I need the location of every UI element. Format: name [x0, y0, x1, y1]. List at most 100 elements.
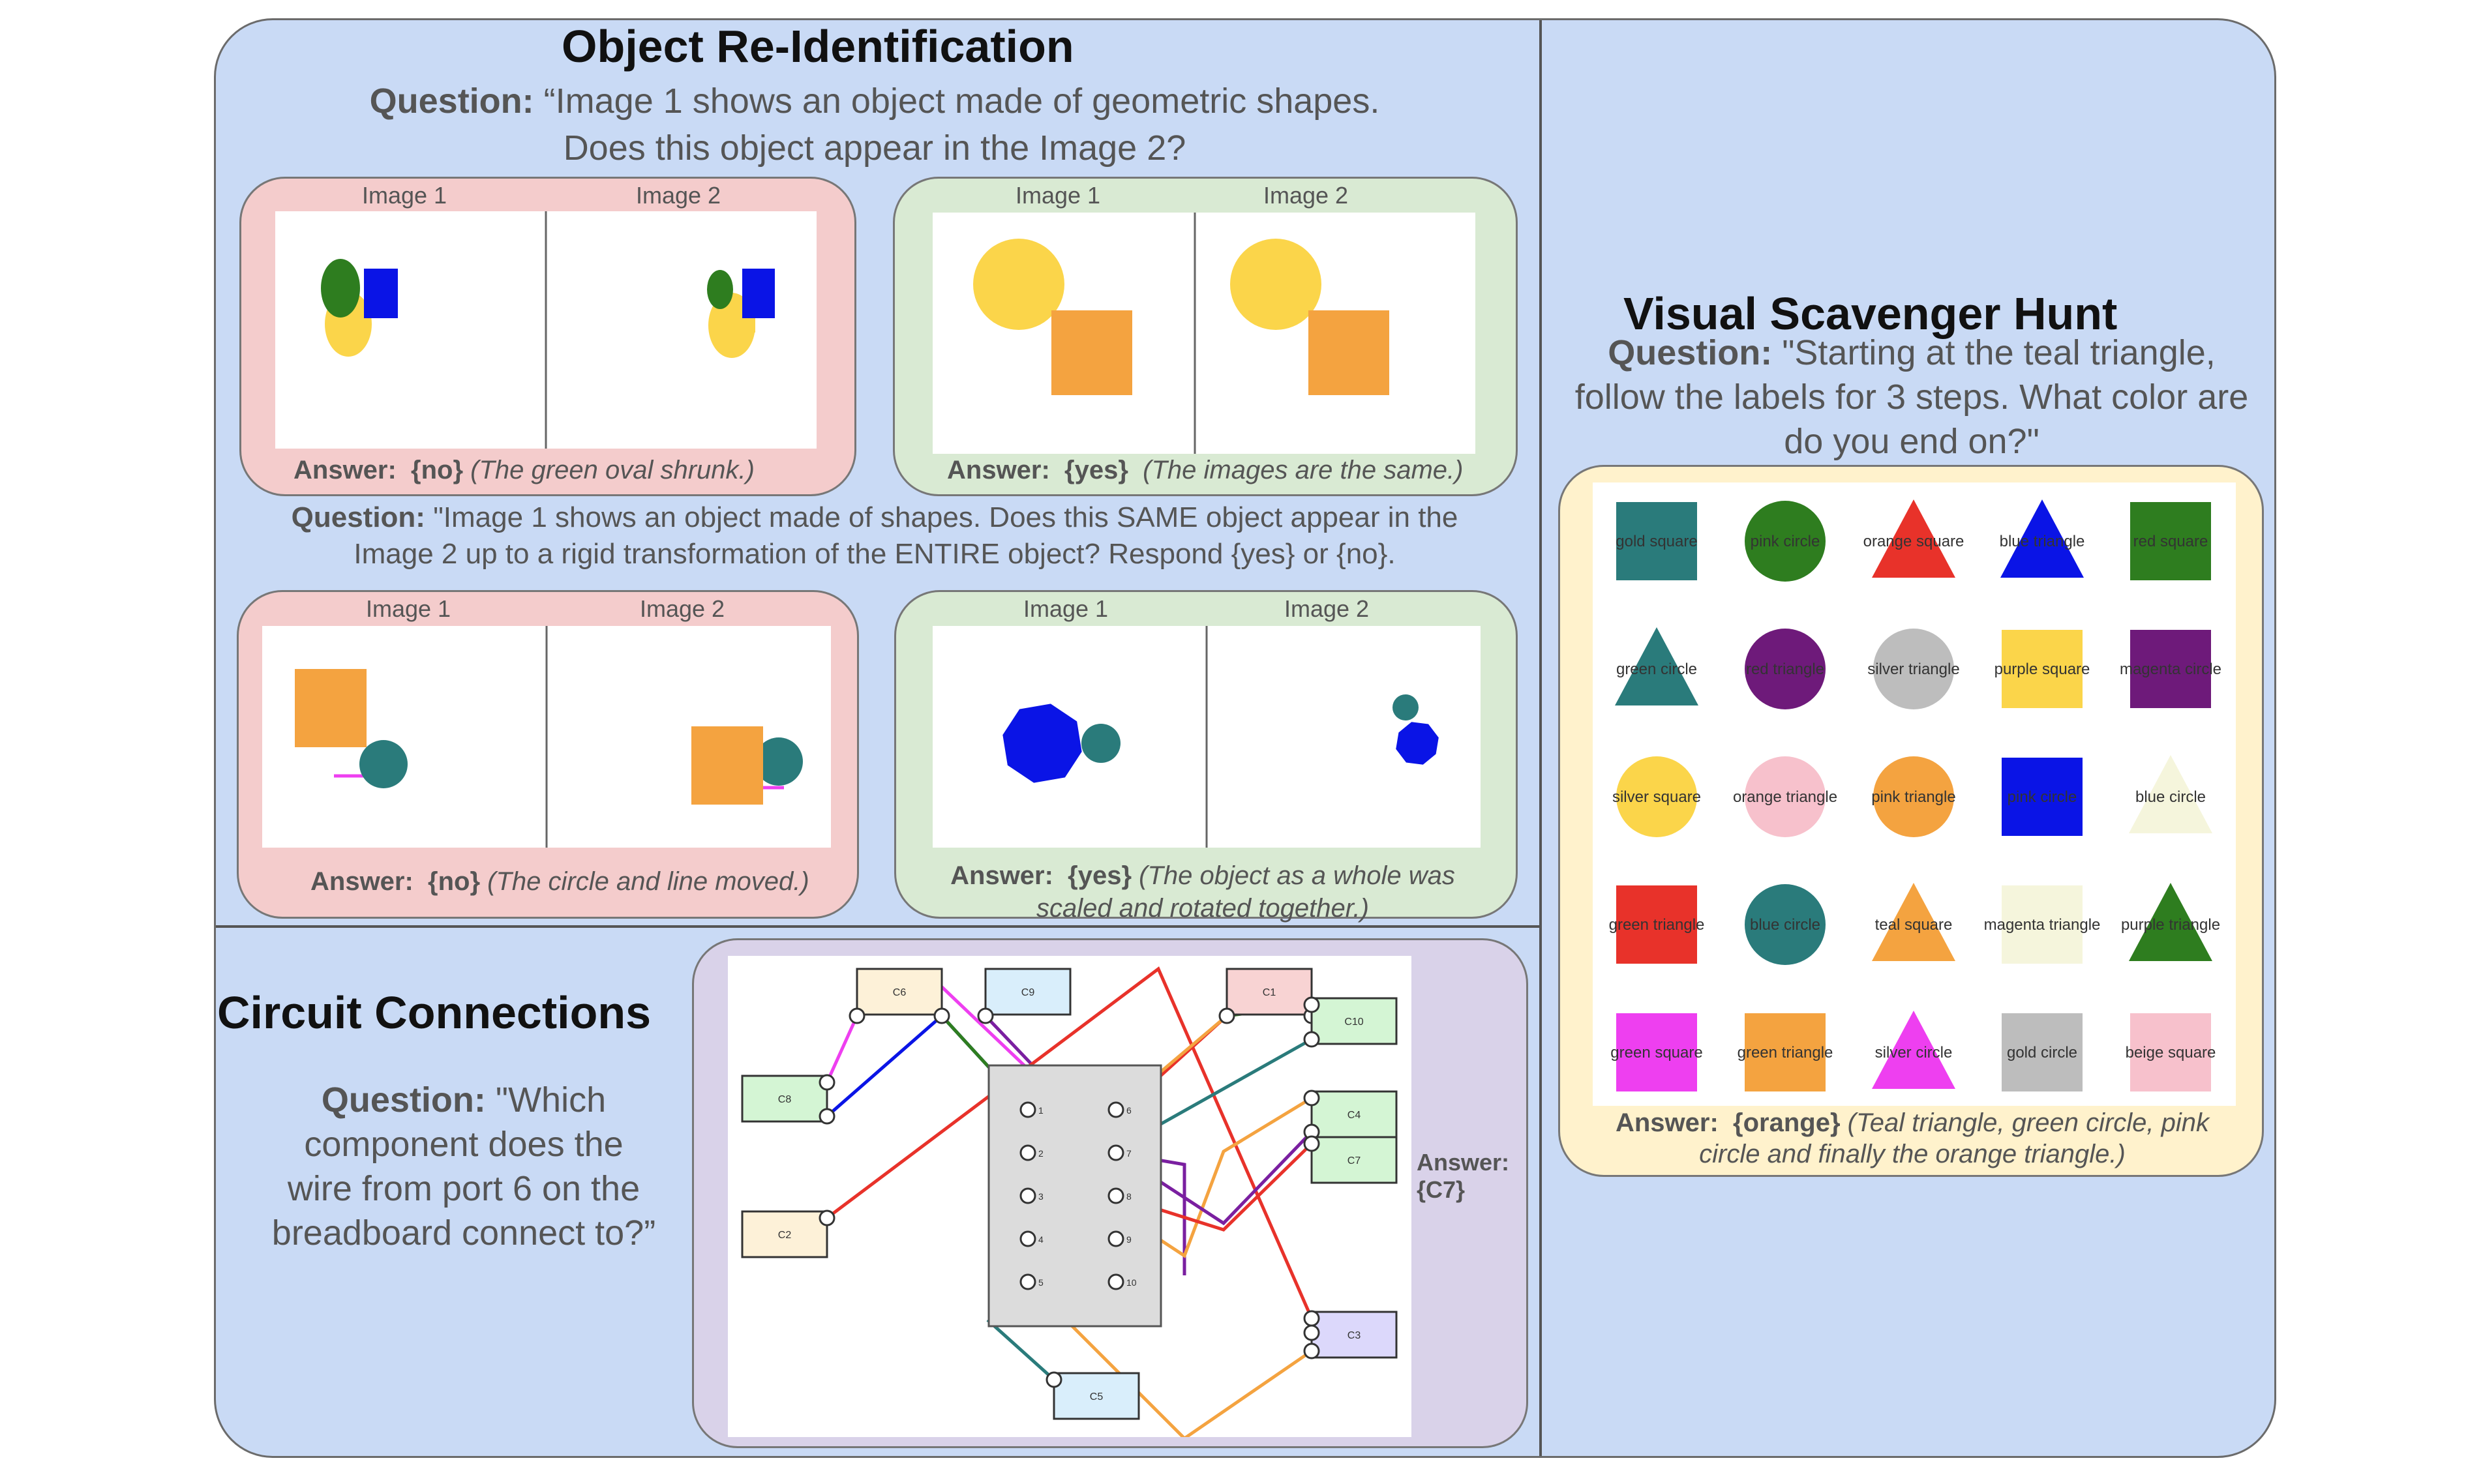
circuit-question: Question: "Which component does the wire…: [255, 1078, 672, 1255]
image2-label: Image 2: [1263, 182, 1349, 209]
square-shape: [1616, 1013, 1697, 1091]
hunt-question: Question: "Starting at the teal triangle…: [1546, 331, 2274, 464]
square-shape: [1745, 1013, 1826, 1091]
grid-cell: red triangle: [1745, 629, 1826, 709]
grid-cell: red square: [2130, 502, 2211, 580]
breadboard-port: 1: [1019, 1101, 1044, 1118]
square-shape: [2130, 1013, 2211, 1091]
component-label: C1: [1263, 987, 1276, 998]
cell-label: gold square: [1616, 533, 1697, 550]
horizontal-divider: [216, 925, 1539, 928]
square-shape: [2002, 758, 2083, 836]
figure-frame: Object Re-Identification Question: “Imag…: [214, 18, 2276, 1458]
cell-label: green circle: [1616, 660, 1697, 678]
component-box: [984, 968, 1072, 1016]
image-pair-graphic: [1002, 626, 1439, 848]
breadboard-port: 9: [1107, 1230, 1132, 1247]
answer-note: (The images are the same.): [1143, 456, 1464, 484]
square-shape: [2130, 630, 2211, 708]
cell-label: green triangle: [1609, 916, 1705, 934]
hunt-title: Visual Scavenger Hunt: [1623, 288, 2118, 339]
port-label: 8: [1126, 1191, 1132, 1202]
square-shape: [2130, 502, 2211, 580]
question-label: Question:: [1608, 333, 1773, 372]
answer-value: {no}: [428, 867, 481, 896]
component-box: [1226, 968, 1313, 1016]
breadboard-port: 5: [1019, 1273, 1044, 1290]
image1-label: Image 1: [1023, 595, 1109, 622]
component-label: C2: [778, 1230, 792, 1241]
cell-label: magenta circle: [2120, 660, 2221, 678]
answer-note-line1: (Teal triangle, green circle, pink: [1847, 1108, 2210, 1137]
circuit-component: C9: [977, 968, 1072, 1024]
port-label: 10: [1126, 1277, 1137, 1288]
grid-cell: orange square: [1863, 499, 1964, 578]
component-label: C10: [1344, 1017, 1363, 1028]
component-port: [1046, 1371, 1062, 1388]
cell-label: red triangle: [1746, 660, 1824, 678]
square-shape: [2002, 885, 2083, 964]
cell-label: blue triangle: [2000, 533, 2085, 550]
component-label: C6: [893, 987, 907, 998]
reid-example-no-shrunk: Image 1 Image 2 Answer: {no} (The green …: [239, 177, 856, 496]
grid-cell: green triangle: [1738, 1013, 1833, 1091]
component-port: [1303, 1090, 1320, 1106]
port-hole: [1019, 1273, 1036, 1290]
cell-label: silver square: [1612, 788, 1701, 806]
circuit-component: C5: [1046, 1371, 1140, 1420]
triangle-shape: [1872, 883, 1955, 961]
circle-shape: [1873, 756, 1954, 837]
component-box: [741, 1210, 828, 1258]
triangle-shape: [2129, 883, 2212, 961]
triangle-shape: [1872, 499, 1955, 578]
answer-text: Answer: {yes} (The images are the same.): [947, 456, 1463, 485]
answer-value: {C7}: [1417, 1176, 1466, 1203]
port-label: 7: [1126, 1148, 1132, 1159]
cell-label: purple triangle: [2121, 916, 2220, 934]
answer-note-line2: circle and finally the orange triangle.): [1699, 1140, 2126, 1168]
circle-shape: [1745, 756, 1826, 837]
grid-cell: green square: [1610, 1013, 1703, 1091]
image2-label: Image 2: [1284, 595, 1370, 622]
question-line1: "Image 1 shows an object made of shapes.…: [433, 501, 1458, 533]
component-box: [1310, 997, 1398, 1045]
answer-text: Answer: {no} (The circle and line moved.…: [310, 867, 809, 897]
cell-label: orange triangle: [1733, 788, 1837, 806]
cell-label: green square: [1610, 1044, 1702, 1061]
answer-label: Answer:: [310, 867, 414, 896]
breadboard: [987, 1064, 1162, 1328]
grid-cell: blue circle: [1745, 884, 1826, 965]
component-box: [856, 968, 943, 1016]
component-port: [1303, 996, 1320, 1013]
square-shape: [2002, 630, 2083, 708]
answer-value: {yes}: [1064, 456, 1128, 484]
answer-value: {no}: [411, 456, 464, 484]
square-shape: [2002, 1013, 2083, 1091]
cell-label: purple square: [1994, 660, 2090, 678]
cell-label: magenta triangle: [1984, 916, 2101, 934]
breadboard-port: 2: [1019, 1144, 1044, 1161]
reid-example-yes-same: Image 1 Image 2 Answer: {yes} (The image…: [893, 177, 1518, 496]
component-port: [1303, 1310, 1320, 1327]
question-line2: component does the: [304, 1125, 624, 1164]
square-shape: [1616, 502, 1697, 580]
port-hole: [1019, 1101, 1036, 1118]
cell-label: beige square: [2126, 1044, 2216, 1061]
circuit-component: C2: [741, 1209, 835, 1258]
reid-example-yes-scaled: Image 1 Image 2 Answer: {yes} (The objec…: [894, 590, 1518, 923]
reid-example-no-moved: Image 1 Image 2 Answer: {no} (The circle…: [237, 590, 859, 919]
component-port: [1218, 1007, 1235, 1024]
answer-label: Answer:: [950, 861, 1053, 890]
port-hole: [1107, 1230, 1124, 1247]
wire: [826, 966, 1314, 1320]
answer-value: {yes}: [1068, 861, 1132, 890]
question-line1: “Image 1 shows an object made of geometr…: [543, 82, 1380, 121]
component-port: [1303, 1343, 1320, 1359]
grid-cell: green triangle: [1609, 885, 1705, 964]
answer-value: {orange}: [1733, 1108, 1841, 1137]
breadboard-port: 8: [1107, 1187, 1132, 1204]
component-port: [933, 1007, 950, 1024]
component-box: [1053, 1372, 1140, 1420]
